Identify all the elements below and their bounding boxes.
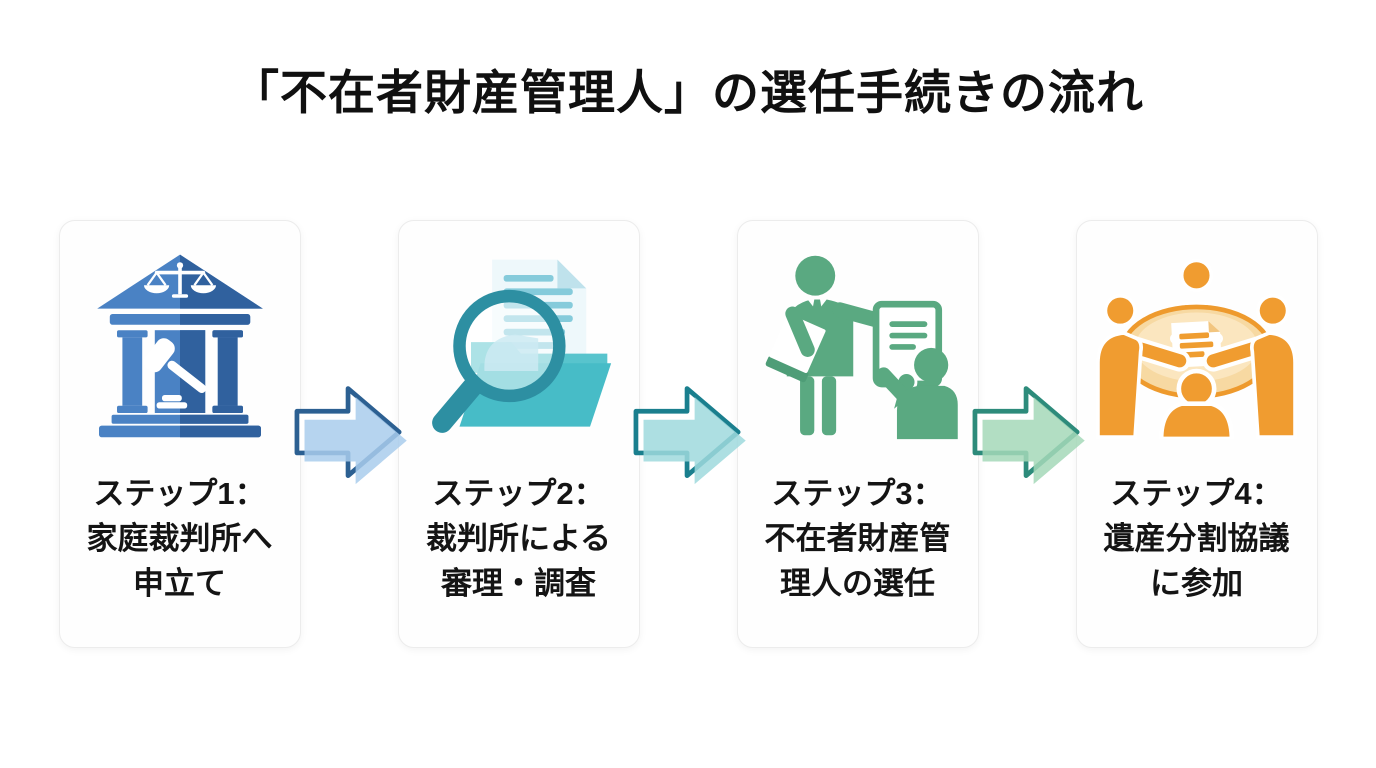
step-card-4: ステップ4： 遺産分割協議 に参加: [1075, 219, 1318, 648]
flow-arrow-3: [972, 220, 1085, 646]
step-label-1: ステップ1： 家庭裁判所へ 申立て: [86, 475, 273, 601]
step-card-3: ステップ3： 不在者財産管 理人の選任: [736, 219, 979, 648]
step-card-1: ステップ1： 家庭裁判所へ 申立て: [58, 219, 301, 648]
step-label-2: ステップ2： 裁判所による 審理・調査: [425, 475, 612, 601]
courthouse-icon: [90, 247, 270, 445]
step-card-2: ステップ2： 裁判所による 審理・調査: [397, 219, 640, 648]
step-label-3: ステップ3： 不在者財産管 理人の選任: [764, 475, 951, 601]
step-label-4: ステップ4： 遺産分割協議 に参加: [1103, 475, 1290, 601]
page-title: 「不在者財産管理人」の選任手続きの流れ: [232, 66, 1144, 119]
flow-arrow-1: [294, 220, 407, 646]
magnifier-documents-icon: [423, 247, 615, 445]
flow-diagram: ステップ1： 家庭裁判所へ 申立て: [0, 219, 1376, 648]
flow-arrow-2: [633, 220, 746, 646]
meeting-table-icon: [1094, 247, 1299, 445]
certificate-handover-icon: [758, 247, 958, 445]
flow-diagram-page: 「不在者財産管理人」の選任手続きの流れ: [0, 64, 1376, 768]
